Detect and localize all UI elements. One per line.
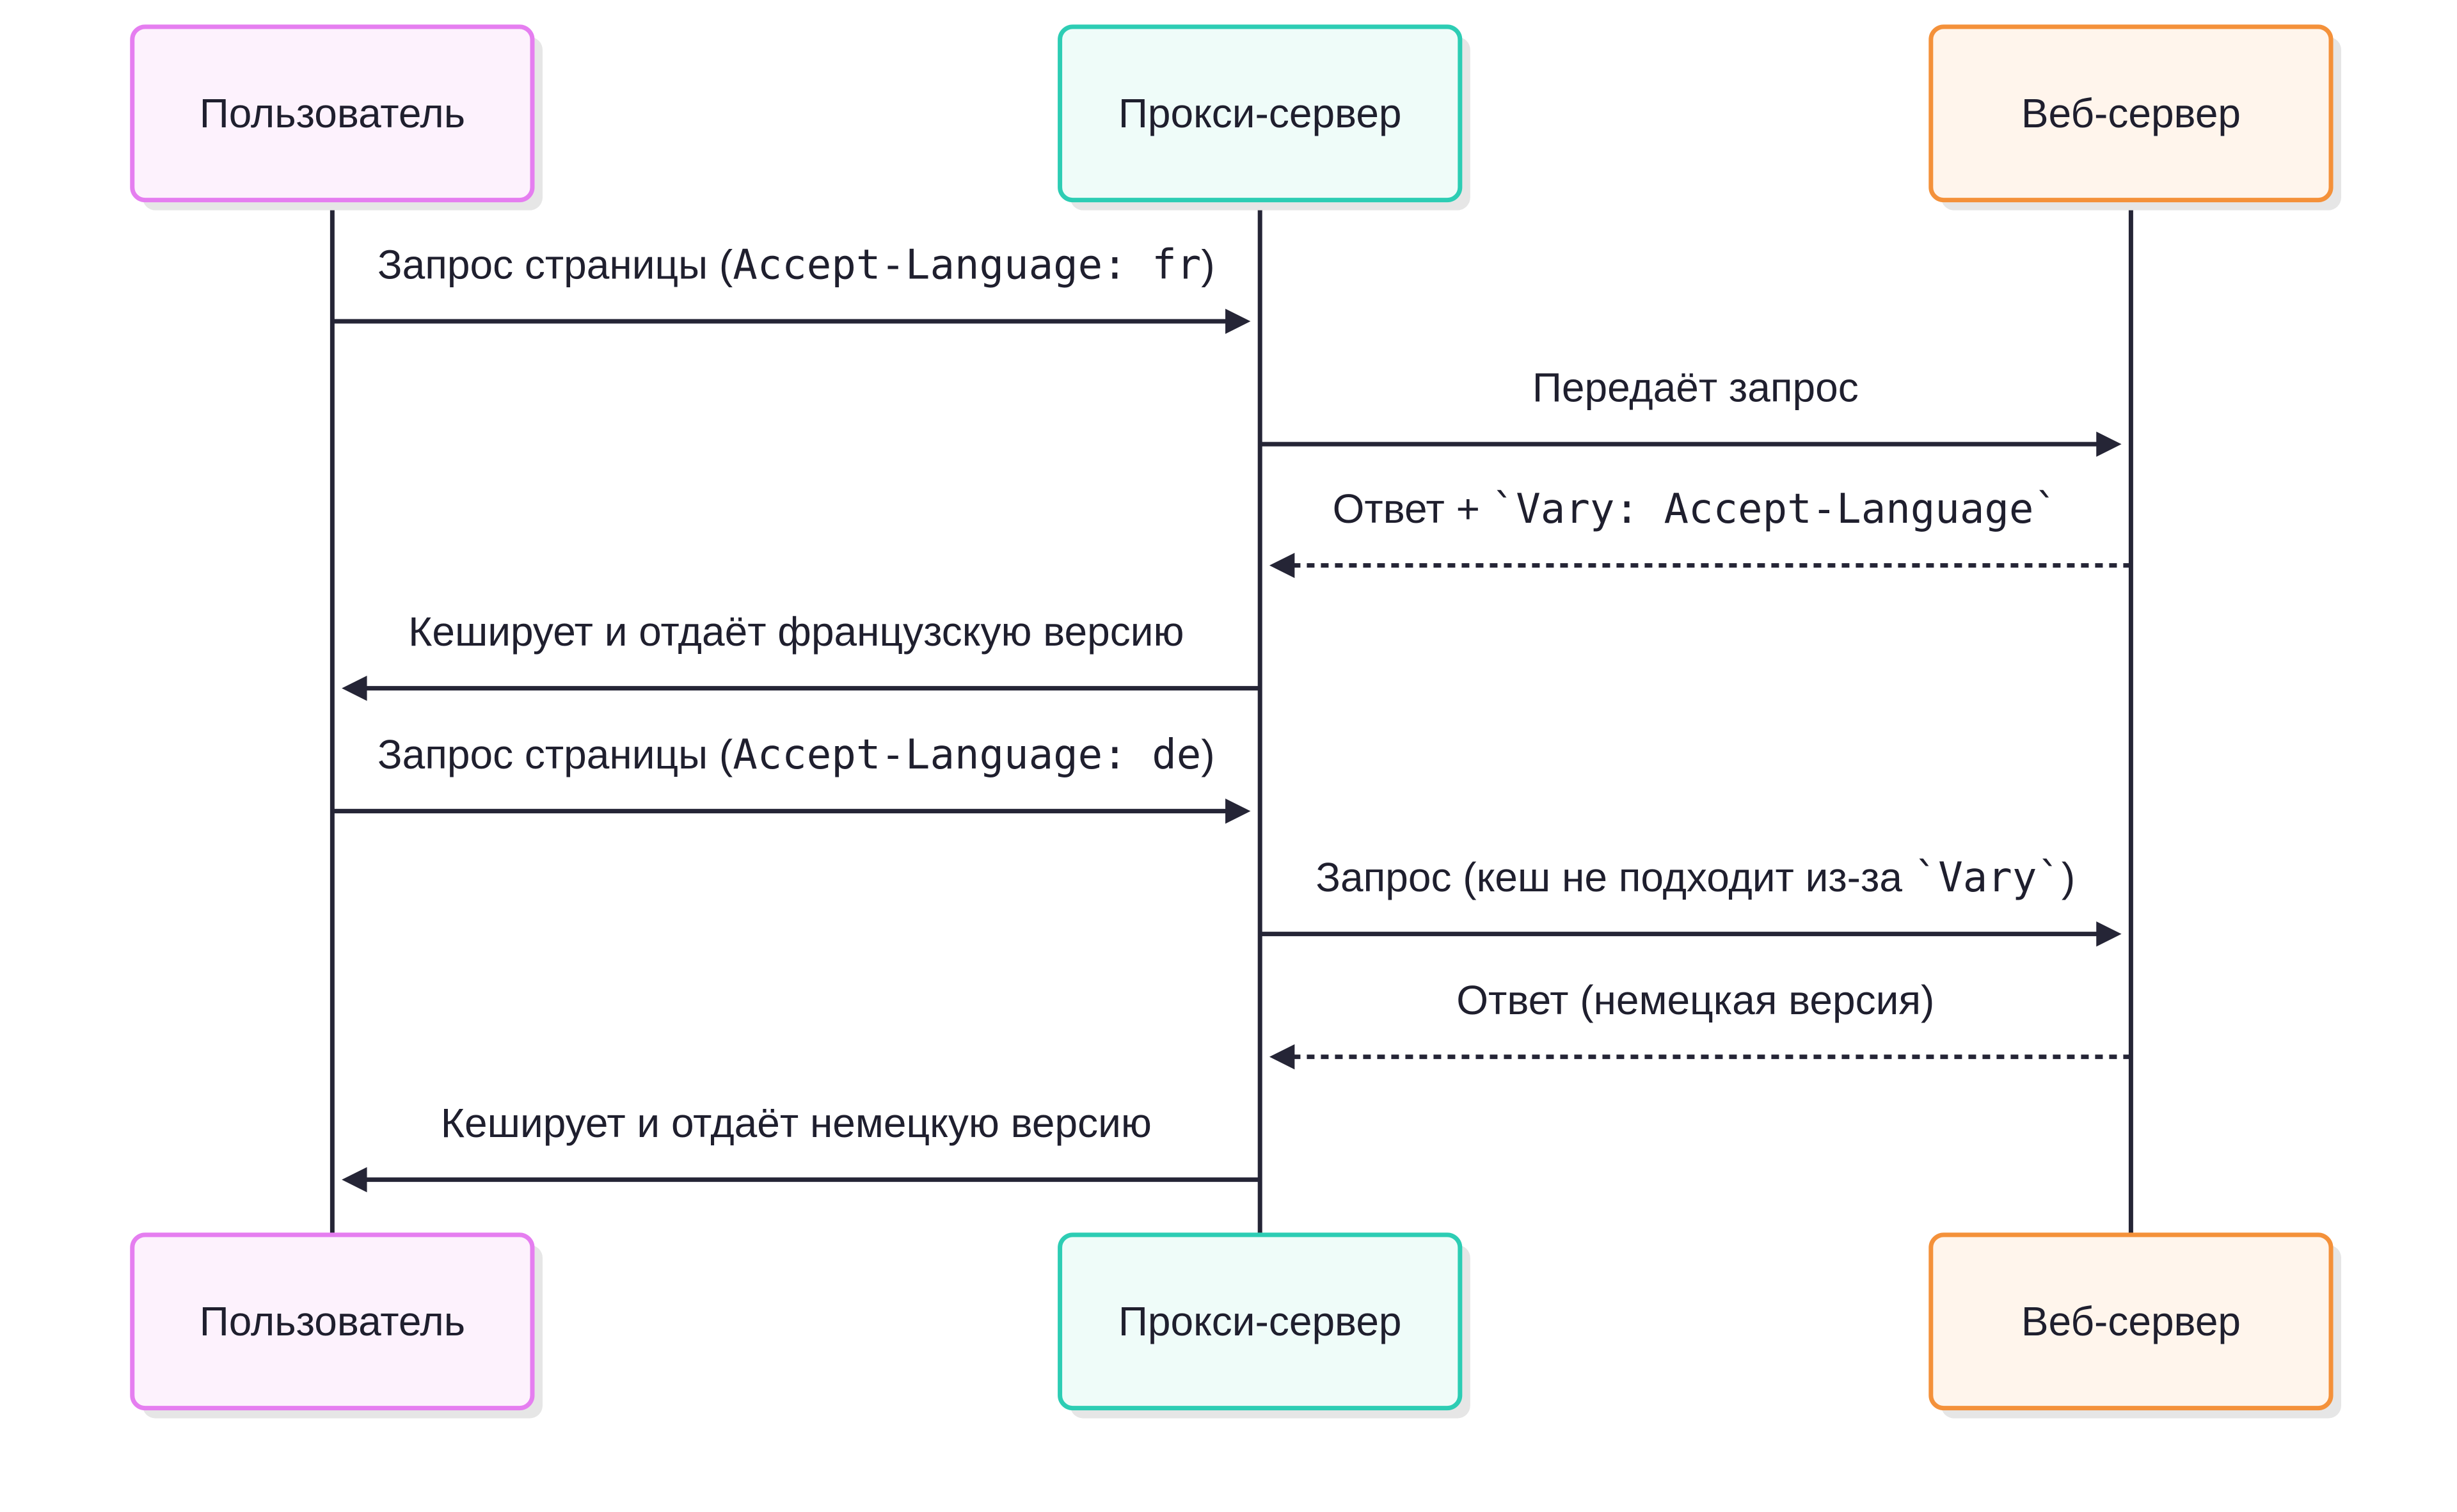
actor-user-top: Пользователь xyxy=(130,24,543,211)
message-label-text: Кеширует и отдаёт немецкую версию xyxy=(441,1100,1152,1146)
message-label-code: `Vary: Accept-Language` xyxy=(1491,486,2058,533)
lifelines xyxy=(330,200,2133,1235)
message-label: Запрос (кеш не подходит из-за `Vary`) xyxy=(1316,854,2075,902)
message-label-text: Запрос страницы ( xyxy=(378,731,733,777)
message-label-text: Запрос (кеш не подходит из-за xyxy=(1316,854,1913,900)
messages: Запрос страницы (Accept-Language: fr)Пер… xyxy=(332,242,2131,1193)
message-label-code: Accept-Language: de xyxy=(733,731,1201,779)
message-label: Запрос страницы (Accept-Language: de) xyxy=(378,731,1215,779)
actor-label: Веб-сервер xyxy=(2021,90,2241,136)
actor-box xyxy=(1058,1232,1463,1411)
actor-web-bottom: Веб-сервер xyxy=(1928,1232,2342,1419)
actor-label: Веб-сервер xyxy=(2021,1298,2241,1344)
actor-box xyxy=(1058,24,1463,203)
message-label: Передаёт запрос xyxy=(1532,365,1859,411)
message-label-text: Запрос страницы ( xyxy=(378,242,733,288)
actors-bottom: Пользователь Прокси-сервер Веб-сервер xyxy=(130,1232,2342,1419)
arrowhead-icon xyxy=(1225,798,1251,824)
message-4: Кеширует и отдаёт французскую версию xyxy=(342,609,1260,701)
message-label: Кеширует и отдаёт немецкую версию xyxy=(441,1100,1152,1146)
actor-web-top: Веб-сервер xyxy=(1928,24,2342,211)
actor-label: Пользователь xyxy=(200,1298,465,1344)
arrowhead-icon xyxy=(1225,308,1251,334)
message-7: Ответ (немецкая версия) xyxy=(1269,977,2131,1070)
actors-top: Пользователь Прокси-сервер Веб-сервер xyxy=(130,24,2342,211)
message-2: Передаёт запрос xyxy=(1260,365,2122,457)
message-label-text: Ответ + xyxy=(1333,486,1491,532)
message-label-code: Accept-Language: fr xyxy=(733,242,1201,289)
actor-box xyxy=(130,24,535,203)
arrowhead-icon xyxy=(342,1166,367,1193)
arrowhead-icon xyxy=(2096,921,2122,947)
message-6: Запрос (кеш не подходит из-за `Vary`) xyxy=(1260,854,2122,947)
message-label-text: Передаёт запрос xyxy=(1532,365,1859,411)
message-label-text: Кеширует и отдаёт французскую версию xyxy=(408,609,1184,655)
arrowhead-icon xyxy=(2096,431,2122,457)
actor-label: Пользователь xyxy=(200,90,465,136)
message-label-text: ) xyxy=(1201,242,1214,288)
message-3: Ответ + `Vary: Accept-Language` xyxy=(1269,486,2131,578)
message-label: Запрос страницы (Accept-Language: fr) xyxy=(378,242,1215,289)
arrowhead-icon xyxy=(1269,1044,1295,1070)
arrowhead-icon xyxy=(1269,552,1295,578)
actor-proxy-bottom: Прокси-сервер xyxy=(1058,1232,1470,1419)
message-label: Ответ (немецкая версия) xyxy=(1456,977,1934,1023)
actor-label: Прокси-сервер xyxy=(1118,1298,1402,1344)
actor-user-bottom: Пользователь xyxy=(130,1232,543,1419)
actor-box xyxy=(1928,1232,2334,1411)
message-label-text: Ответ (немецкая версия) xyxy=(1456,977,1934,1023)
message-label-text: ) xyxy=(2062,854,2075,900)
actor-box xyxy=(130,1232,535,1411)
message-8: Кеширует и отдаёт немецкую версию xyxy=(342,1100,1260,1193)
message-label: Ответ + `Vary: Accept-Language` xyxy=(1333,486,2058,533)
message-label-text: ) xyxy=(1201,731,1214,777)
actor-proxy-top: Прокси-сервер xyxy=(1058,24,1470,211)
message-5: Запрос страницы (Accept-Language: de) xyxy=(332,731,1251,824)
arrowhead-icon xyxy=(342,675,367,701)
actor-box xyxy=(1928,24,2334,203)
message-1: Запрос страницы (Accept-Language: fr) xyxy=(332,242,1251,334)
message-label-code: `Vary` xyxy=(1914,854,2062,902)
message-label: Кеширует и отдаёт французскую версию xyxy=(408,609,1184,655)
actor-label: Прокси-сервер xyxy=(1118,90,1402,136)
